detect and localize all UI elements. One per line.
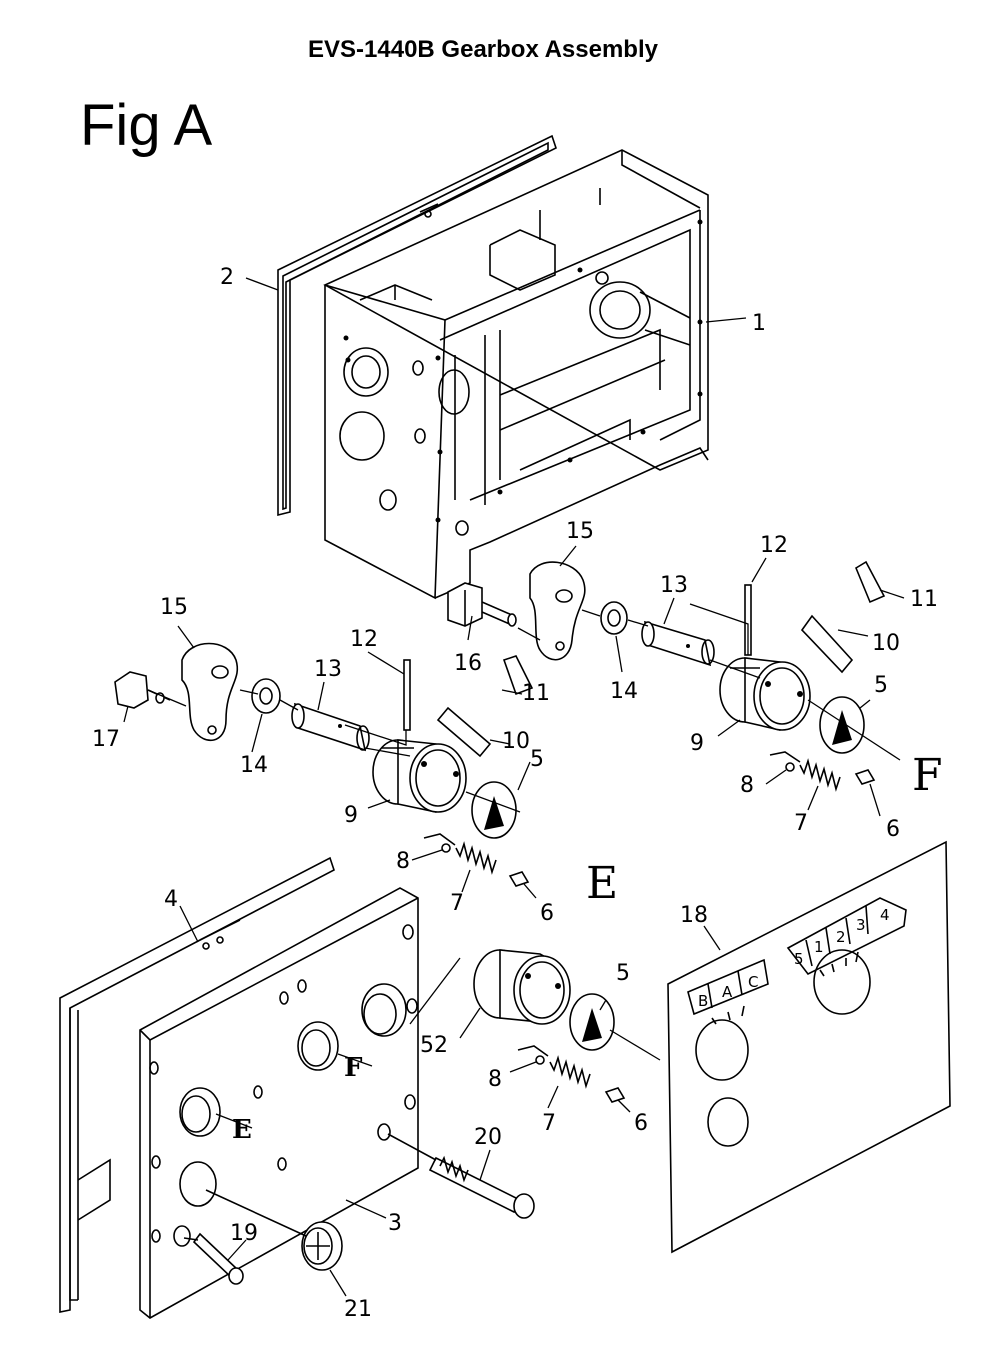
- dial-number-2: 2: [836, 928, 846, 946]
- callout-8-lower: 8: [488, 1067, 502, 1092]
- callout-16: 16: [454, 651, 482, 676]
- assembly-guide-lines: [147, 603, 901, 1061]
- callout-8-left: 8: [396, 849, 410, 874]
- callout-13-left: 13: [314, 657, 342, 682]
- callout-6-left: 6: [540, 901, 554, 926]
- dial-plate-part-18: [667, 840, 951, 1254]
- callout-leaders: [123, 277, 905, 1297]
- callout-10-left: 10: [502, 729, 530, 754]
- callout-20: 20: [474, 1125, 502, 1150]
- callout-14-left: 14: [240, 753, 268, 778]
- dial-letter-c: C: [748, 973, 758, 991]
- page-title: EVS-1440B Gearbox Assembly: [308, 36, 658, 63]
- dial-letter-b: B: [698, 992, 708, 1010]
- callout-7-left: 7: [450, 891, 464, 916]
- callout-14-right: 14: [610, 679, 638, 704]
- gasket-part-4: [59, 856, 335, 1313]
- callout-6-lower: 6: [634, 1111, 648, 1136]
- callout-6-right: 6: [886, 817, 900, 842]
- callout-15-left: 15: [160, 595, 188, 620]
- callout-15-right: 15: [566, 519, 594, 544]
- callout-7-lower: 7: [542, 1111, 556, 1136]
- callout-10-right: 10: [872, 631, 900, 656]
- callout-13-right: 13: [660, 573, 688, 598]
- callout-1: 1: [752, 311, 766, 336]
- callout-3: 3: [388, 1211, 402, 1236]
- view-label-e: E: [586, 858, 618, 909]
- gasket-part-2: [277, 134, 557, 517]
- housing-part-1: [323, 149, 709, 600]
- callout-9-right: 9: [690, 731, 704, 756]
- callout-5-left: 5: [530, 747, 544, 772]
- callout-8-right: 8: [740, 773, 754, 798]
- dial-number-3: 3: [856, 916, 866, 934]
- callout-5-right: 5: [874, 673, 888, 698]
- callout-11-right: 11: [910, 587, 938, 612]
- view-label-f: F: [912, 750, 943, 801]
- callout-5-lower: 5: [616, 961, 630, 986]
- cover-plate-part-3: [139, 887, 419, 1319]
- callout-4: 4: [164, 887, 178, 912]
- dial-number-1: 1: [814, 938, 824, 956]
- callout-2: 2: [220, 265, 234, 290]
- figure-label: Fig A: [80, 93, 213, 158]
- hole-label-e: E: [232, 1115, 252, 1145]
- callout-52: 52: [420, 1033, 448, 1058]
- callout-7-right: 7: [794, 811, 808, 836]
- shift-assembly-f: [447, 560, 886, 792]
- screws-and-plug: [183, 1133, 535, 1285]
- hole-label-f: F: [344, 1053, 363, 1083]
- callout-18: 18: [680, 903, 708, 928]
- shift-assembly-52: [473, 949, 626, 1103]
- dial-number-5: 5: [794, 950, 804, 968]
- dial-letter-a: A: [722, 983, 733, 1001]
- callout-17: 17: [92, 727, 120, 752]
- callout-12-left: 12: [350, 627, 378, 652]
- callout-21: 21: [344, 1297, 372, 1322]
- callout-9-left: 9: [344, 803, 358, 828]
- shift-assembly-e: [114, 642, 534, 887]
- dial-number-4: 4: [880, 906, 890, 924]
- callout-19: 19: [230, 1221, 258, 1246]
- callout-12-right: 12: [760, 533, 788, 558]
- callout-11-left: 11: [522, 681, 550, 706]
